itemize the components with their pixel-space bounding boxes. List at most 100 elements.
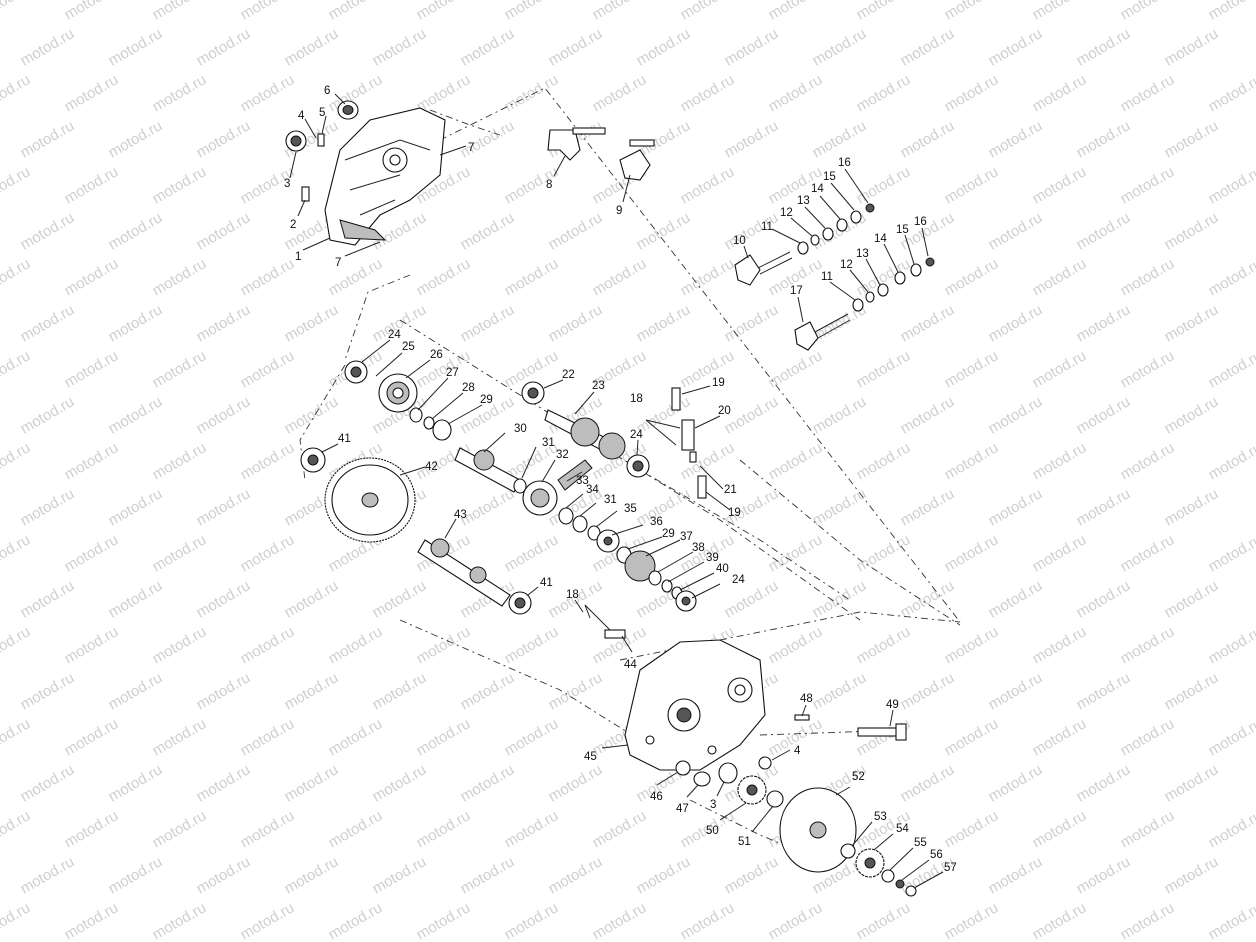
watermark-tile: motod.ru [238, 899, 298, 942]
watermark-tile: motod.ru [370, 25, 430, 69]
watermark-tile: motod.ru [18, 301, 78, 345]
watermark-tile: motod.ru [194, 485, 254, 529]
watermark-tile: motod.ru [1162, 669, 1222, 713]
watermark-tile: motod.ru [1074, 577, 1134, 621]
callout-51: 51 [738, 836, 751, 848]
watermark-tile: motod.ru [106, 393, 166, 437]
watermark-tile: motod.ru [150, 439, 210, 483]
watermark-tile: motod.ru [1074, 761, 1134, 805]
watermark-tile: motod.ru [1030, 0, 1090, 23]
watermark-tile: motod.ru [1074, 209, 1134, 253]
callout-24: 24 [732, 574, 745, 586]
watermark-tile: motod.ru [370, 577, 430, 621]
watermark-tile: motod.ru [150, 807, 210, 851]
watermark-tile: motod.ru [546, 209, 606, 253]
bearing-24-mid [626, 454, 650, 478]
watermark-tile: motod.ru [766, 0, 826, 23]
watermark-tile: motod.ru [634, 301, 694, 345]
callout-46: 46 [650, 791, 663, 803]
watermark-tile: motod.ru [898, 669, 958, 713]
watermark-tile: motod.ru [546, 301, 606, 345]
watermark-tile: motod.ru [1162, 761, 1222, 805]
watermark-tile: motod.ru [0, 899, 33, 942]
watermark-tile: motod.ru [810, 117, 870, 161]
callout-12: 12 [780, 207, 793, 219]
watermark-tile: motod.ru [1206, 899, 1256, 942]
callout-33: 33 [576, 475, 589, 487]
sprocket-50 [737, 775, 767, 805]
watermark-tile: motod.ru [1118, 255, 1178, 299]
watermark-tile: motod.ru [458, 761, 518, 805]
callout-34: 34 [586, 484, 599, 496]
watermark-tile: motod.ru [62, 531, 122, 575]
watermark-tile: motod.ru [942, 163, 1002, 207]
callout-19: 19 [728, 507, 741, 519]
watermark-tile: motod.ru [150, 71, 210, 115]
watermark-tile: motod.ru [62, 623, 122, 667]
watermark-tile: motod.ru [1162, 301, 1222, 345]
plug-47 [693, 771, 711, 787]
callout-4: 4 [298, 110, 305, 122]
watermark-tile: motod.ru [986, 301, 1046, 345]
watermark-tile: motod.ru [810, 393, 870, 437]
callout-21: 21 [724, 484, 737, 496]
watermark-tile: motod.ru [1162, 209, 1222, 253]
watermark-tile: motod.ru [810, 25, 870, 69]
watermark-tile: motod.ru [502, 807, 562, 851]
watermark-tile: motod.ru [678, 347, 738, 391]
watermark-tile: motod.ru [634, 209, 694, 253]
callout-18: 18 [630, 393, 643, 405]
callout-42: 42 [425, 461, 438, 473]
watermark-tile: motod.ru [458, 301, 518, 345]
watermark-tile: motod.ru [854, 163, 914, 207]
washer-4-lower [758, 756, 772, 770]
shift-fork-8 [547, 127, 606, 161]
watermark-tile: motod.ru [590, 807, 650, 851]
callout-47: 47 [676, 803, 689, 815]
watermark-tile: motod.ru [722, 577, 782, 621]
watermark-tile: motod.ru [1030, 439, 1090, 483]
watermark-tile: motod.ru [0, 623, 33, 667]
watermark-tile: motod.ru [62, 439, 122, 483]
callout-19: 19 [712, 377, 725, 389]
watermark-tile: motod.ru [106, 25, 166, 69]
callout-32: 32 [556, 449, 569, 461]
watermark-tile: motod.ru [942, 71, 1002, 115]
watermark-tile: motod.ru [1162, 25, 1222, 69]
watermark-tile: motod.ru [194, 25, 254, 69]
watermark-tile: motod.ru [370, 853, 430, 897]
watermark-tile: motod.ru [1118, 0, 1178, 23]
watermark-tile: motod.ru [898, 393, 958, 437]
watermark-tile: motod.ru [1030, 531, 1090, 575]
watermark-tile: motod.ru [590, 0, 650, 23]
callout-12: 12 [840, 259, 853, 271]
watermark-tile: motod.ru [0, 531, 33, 575]
watermark-tile: motod.ru [0, 0, 33, 23]
watermark-tile: motod.ru [458, 485, 518, 529]
watermark-tile: motod.ru [942, 899, 1002, 942]
watermark-tile: motod.ru [1162, 485, 1222, 529]
callout-41: 41 [540, 577, 553, 589]
watermark-tile: motod.ru [898, 485, 958, 529]
shaft-30 [454, 447, 521, 493]
screw-49 [857, 723, 907, 741]
watermark-tile: motod.ru [18, 485, 78, 529]
watermark-tile: motod.ru [238, 807, 298, 851]
watermark-tile: motod.ru [722, 853, 782, 897]
watermark-tile: motod.ru [194, 393, 254, 437]
watermark-tile: motod.ru [238, 715, 298, 759]
callout-43: 43 [454, 509, 467, 521]
watermark-tile: motod.ru [986, 853, 1046, 897]
callout-11: 11 [761, 221, 773, 233]
watermark-tile: motod.ru [1206, 531, 1256, 575]
watermark-tile: motod.ru [502, 623, 562, 667]
watermark-tile: motod.ru [986, 761, 1046, 805]
watermark-tile: motod.ru [0, 715, 33, 759]
watermark-tile: motod.ru [194, 209, 254, 253]
watermark-tile: motod.ru [414, 255, 474, 299]
watermark-tile: motod.ru [238, 439, 298, 483]
watermark-tile: motod.ru [546, 669, 606, 713]
watermark-tile: motod.ru [1206, 439, 1256, 483]
